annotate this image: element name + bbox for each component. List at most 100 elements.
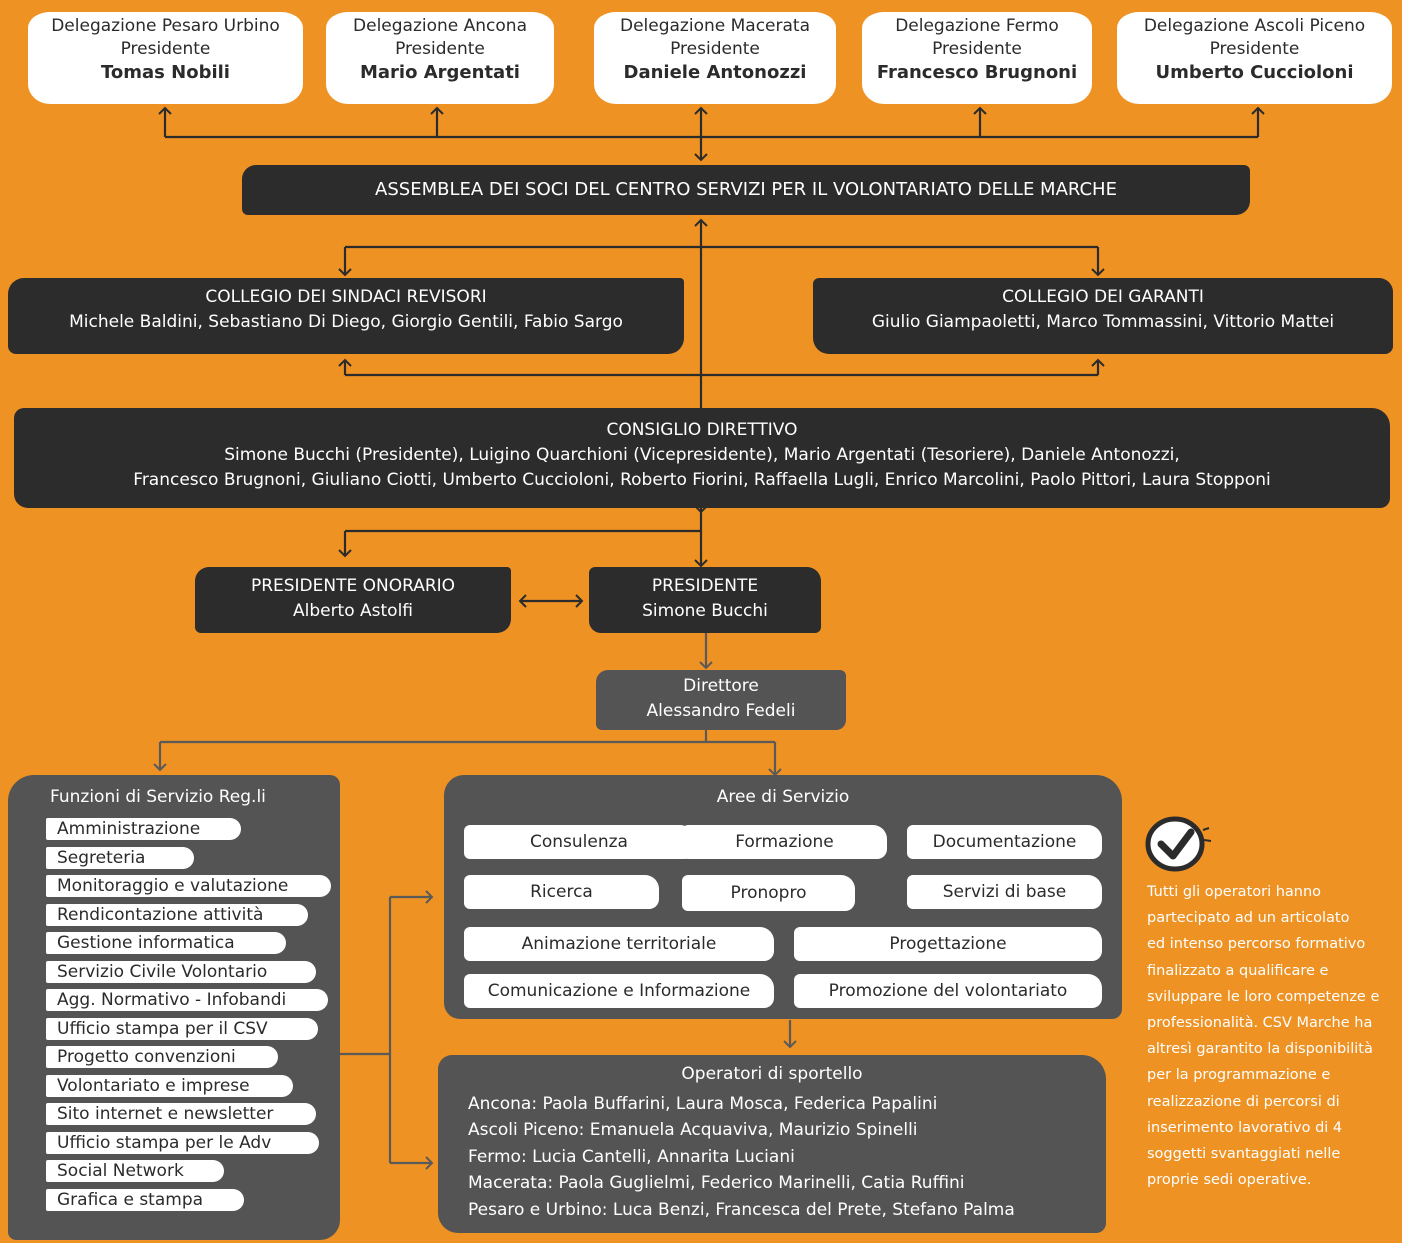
honorary-title: PRESIDENTE ONORARIO	[250, 576, 456, 596]
area-label: Comunicazione e Informazione	[487, 981, 751, 1001]
operators-ascoli-piceno: Ascoli Piceno: Emanuela Acquaviva, Mauri…	[468, 1120, 918, 1140]
note-line: sviluppare le loro competenze e	[1147, 988, 1380, 1005]
delegation-name: Delegazione Ascoli Piceno	[1143, 16, 1366, 36]
delegation-name: Delegazione Macerata	[619, 16, 810, 36]
area-label: Promozione del volontariato	[828, 981, 1068, 1001]
note-line: professionalità. CSV Marche ha	[1147, 1015, 1373, 1032]
garanti-members: Giulio Giampaoletti, Marco Tommassini, V…	[871, 312, 1335, 332]
area-label: Formazione	[735, 832, 834, 852]
consiglio-line1: Simone Bucchi (Presidente), Luigino Quar…	[224, 445, 1180, 465]
consiglio-line2: Francesco Brugnoni, Giuliano Ciotti, Umb…	[133, 470, 1271, 490]
operators-ancona: Ancona: Paola Buffarini, Laura Mosca, Fe…	[468, 1093, 938, 1114]
delegation-role: Presidente	[1209, 39, 1300, 59]
area-servizi-di-base: Servizi di base	[907, 875, 1102, 909]
operators-fermo: Fermo: Lucia Cantelli, Annarita Luciani	[468, 1146, 795, 1167]
garanti-box: COLLEGIO DEI GARANTI Giulio Giampaoletti…	[813, 278, 1393, 354]
checkmark-circle-icon	[1143, 810, 1215, 874]
garanti-title: COLLEGIO DEI GARANTI	[1002, 287, 1204, 307]
delegation-fermo: Delegazione Fermo Presidente Francesco B…	[862, 12, 1092, 104]
delegation-ascoli-piceno: Delegazione Ascoli Piceno Presidente Umb…	[1117, 12, 1392, 104]
function-item: Progetto convenzioni	[46, 1046, 278, 1068]
note-line: inserimento lavorativo di 4	[1147, 1119, 1343, 1136]
function-item: Gestione informatica	[46, 932, 286, 954]
note-line: per la programmazione e	[1147, 1067, 1331, 1084]
area-label: Ricerca	[530, 882, 593, 902]
function-item: Agg. Normativo - Infobandi	[46, 989, 328, 1011]
area-ricerca: Ricerca	[464, 875, 659, 909]
note-line: soggetti svantaggiati nelle	[1147, 1146, 1341, 1163]
delegation-ancona: Delegazione Ancona Presidente Mario Arge…	[326, 12, 554, 104]
area-label: Consulenza	[530, 832, 628, 852]
area-label: Servizi di base	[942, 882, 1067, 902]
function-item: Sito internet e newsletter	[46, 1103, 316, 1125]
revisori-title: COLLEGIO DEI SINDACI REVISORI	[205, 287, 487, 307]
consiglio-title: CONSIGLIO DIRETTIVO	[606, 420, 798, 440]
note-line: partecipato ad un articolato	[1147, 910, 1350, 927]
delegation-president: Umberto Cuccioloni	[1155, 62, 1354, 83]
honorary-president-box: PRESIDENTE ONORARIO Alberto Astolfi	[195, 567, 511, 633]
revisori-members: Michele Baldini, Sebastiano Di Diego, Gi…	[69, 312, 623, 332]
delegation-president: Tomas Nobili	[101, 62, 230, 83]
note-line: proprie sedi operative.	[1147, 1172, 1312, 1189]
area-documentazione: Documentazione	[907, 825, 1102, 859]
area-progettazione: Progettazione	[794, 927, 1102, 961]
president-title: PRESIDENTE	[651, 576, 759, 596]
note-line: realizzazione di percorsi di	[1147, 1093, 1340, 1110]
delegation-name: Delegazione Fermo	[895, 16, 1059, 36]
area-label: Animazione territoriale	[521, 934, 717, 954]
area-pronopro: Pronopro	[682, 875, 855, 911]
director-box: Direttore Alessandro Fedeli	[596, 670, 846, 730]
delegation-name: Delegazione Ancona	[353, 16, 527, 36]
delegation-role: Presidente	[670, 39, 760, 59]
delegation-macerata: Delegazione Macerata Presidente Daniele …	[594, 12, 836, 104]
areas-panel: Aree di Servizio Consulenza Formazione D…	[444, 775, 1122, 1019]
delegation-role: Presidente	[932, 39, 1022, 59]
function-item: Segreteria	[46, 846, 194, 869]
delegation-president: Francesco Brugnoni	[876, 62, 1078, 83]
director-person: Alessandro Fedeli	[646, 701, 796, 721]
operators-pesaro-urbino: Pesaro e Urbino: Luca Benzi, Francesca d…	[468, 1199, 1015, 1220]
delegation-role: Presidente	[395, 39, 485, 59]
function-item: Servizio Civile Volontario	[46, 960, 316, 983]
note-line: finalizzato a qualificare e	[1147, 962, 1329, 979]
note-line: altresì garantito la disponibilità	[1147, 1041, 1373, 1058]
function-item: Ufficio stampa per le Adv	[46, 1131, 319, 1154]
note-line: Tutti gli operatori hanno	[1147, 884, 1322, 900]
area-formazione: Formazione	[682, 825, 887, 859]
note-line: ed intenso percorso formativo	[1147, 936, 1366, 953]
area-label: Documentazione	[932, 832, 1077, 852]
functions-title: Funzioni di Servizio Reg.li	[50, 787, 266, 807]
honorary-person: Alberto Astolfi	[292, 601, 414, 621]
area-consulenza: Consulenza	[464, 825, 694, 859]
function-item: Ufficio stampa per il CSV	[46, 1017, 318, 1040]
operators-panel: Operatori di sportello Ancona: Paola Buf…	[438, 1055, 1106, 1233]
function-item: Volontariato e imprese	[46, 1074, 293, 1097]
delegation-pesaro-urbino: Delegazione Pesaro Urbino Presidente Tom…	[28, 12, 303, 104]
revisori-box: COLLEGIO DEI SINDACI REVISORI Michele Ba…	[8, 278, 684, 354]
operators-macerata: Macerata: Paola Guglielmi, Federico Mari…	[468, 1173, 965, 1193]
president-person: Simone Bucchi	[642, 601, 768, 621]
delegation-name: Delegazione Pesaro Urbino	[51, 16, 280, 36]
areas-title: Aree di Servizio	[716, 787, 850, 807]
delegation-president: Daniele Antonozzi	[623, 62, 807, 83]
area-comunicazione: Comunicazione e Informazione	[464, 974, 774, 1008]
functions-panel: Funzioni di Servizio Reg.li Amministrazi…	[8, 775, 340, 1240]
function-item: Grafica e stampa	[46, 1188, 244, 1211]
function-item: Monitoraggio e valutazione	[46, 875, 331, 897]
assembly-title: ASSEMBLEA DEI SOCI DEL CENTRO SERVIZI PE…	[375, 179, 1117, 200]
function-item: Amministrazione	[46, 818, 241, 840]
assembly-box: ASSEMBLEA DEI SOCI DEL CENTRO SERVIZI PE…	[242, 165, 1250, 215]
note-text: Tutti gli operatori hanno partecipato ad …	[1147, 879, 1402, 1193]
function-item: Rendicontazione attività	[46, 903, 308, 926]
consiglio-box: CONSIGLIO DIRETTIVO Simone Bucchi (Presi…	[14, 408, 1390, 508]
president-box: PRESIDENTE Simone Bucchi	[589, 567, 821, 633]
function-item: Social Network	[46, 1160, 224, 1182]
delegation-president: Mario Argentati	[360, 62, 520, 83]
delegation-role: Presidente	[120, 39, 211, 59]
area-animazione-territoriale: Animazione territoriale	[464, 927, 774, 961]
area-label: Progettazione	[889, 934, 1007, 954]
area-label: Pronopro	[730, 883, 807, 903]
operators-title: Operatori di sportello	[681, 1064, 863, 1084]
area-promozione: Promozione del volontariato	[794, 974, 1102, 1008]
